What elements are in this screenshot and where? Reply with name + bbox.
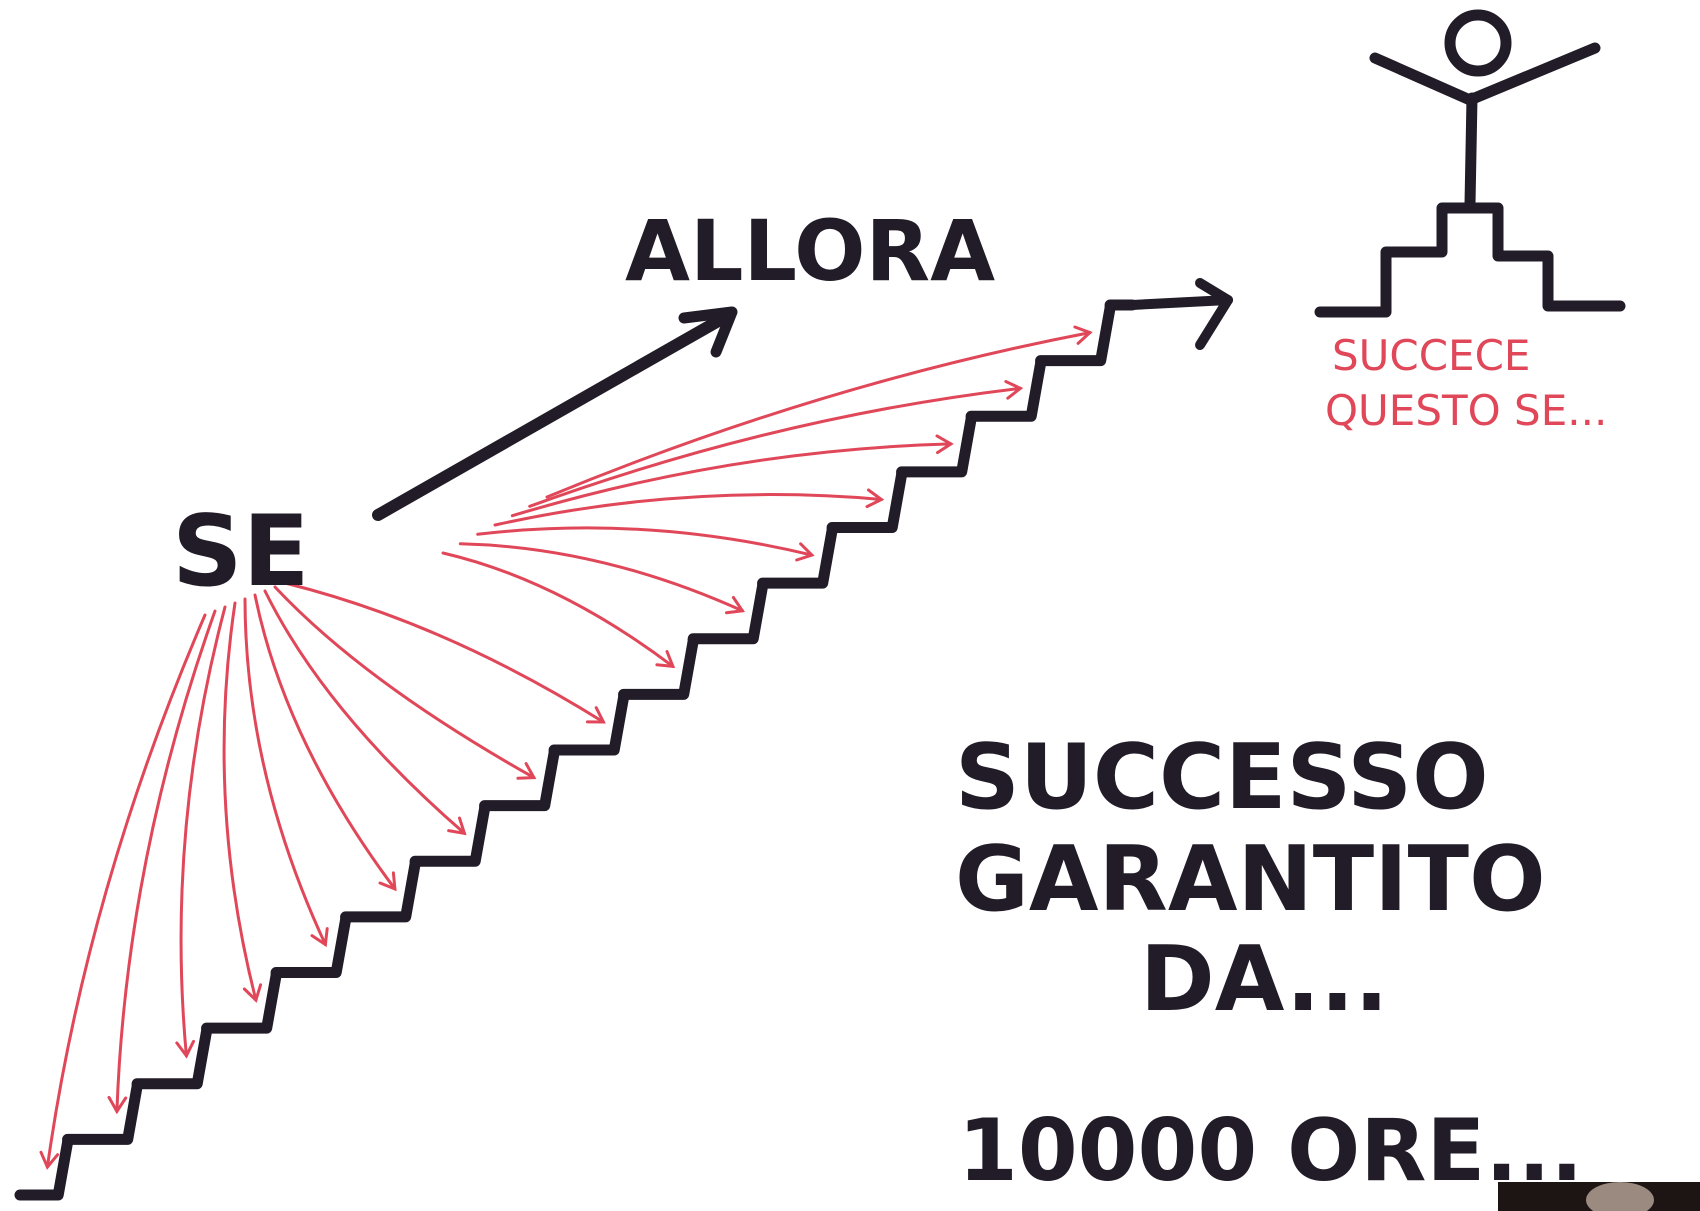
red-arrow-head: [585, 706, 606, 724]
red-arrow-head: [378, 871, 397, 892]
red-arrow-shaft: [283, 581, 605, 724]
red-arrow-head: [655, 650, 676, 669]
red-arrow-head: [795, 542, 815, 562]
allora-arrow: [372, 306, 738, 521]
figure-head: [1444, 9, 1512, 77]
red-arrow-head: [865, 488, 885, 509]
red-arrow-shaft: [476, 526, 814, 557]
red-arrow-shaft: [273, 585, 536, 780]
caption-line-2: QUESTO SE...: [1325, 386, 1607, 435]
stair-top-arrow: [1127, 278, 1233, 350]
red-arrow-shaft: [45, 613, 207, 1169]
red-arrow-shaft: [528, 386, 1022, 508]
red-arrow-shaft: [441, 551, 675, 668]
red-arrow-head: [1073, 325, 1093, 345]
red-arrow-shaft: [253, 593, 397, 891]
red-arrows-group: [39, 325, 1093, 1170]
stick-figure-on-podium: [1314, 9, 1626, 318]
red-arrow-shaft: [510, 442, 953, 518]
success-line-3: DA...: [1140, 927, 1389, 1032]
success-line-2: GARANTITO: [955, 827, 1546, 932]
red-arrow-shaft: [545, 331, 1092, 499]
red-arrow-shaft: [263, 589, 466, 835]
red-arrow-head: [175, 1039, 195, 1059]
red-arrow-shaft: [115, 609, 217, 1113]
hours-label: 10000 ORE...: [958, 1101, 1583, 1201]
podium: [1314, 202, 1626, 318]
figure-arm-left: [1369, 52, 1476, 106]
red-arrow-shaft: [493, 493, 883, 527]
staircase: [14, 299, 1138, 1201]
caption-line-1: SUCCECE: [1332, 331, 1530, 380]
red-arrow-shaft: [243, 597, 327, 946]
red-arrow-shaft: [458, 542, 744, 613]
success-line-1: SUCCESSO: [955, 725, 1489, 830]
red-arrow-shaft: [222, 601, 258, 1002]
figure-body: [1464, 92, 1478, 210]
figure-arm-right: [1464, 42, 1601, 106]
photo-corner-fragment: [1498, 1182, 1700, 1211]
red-arrow-head: [242, 983, 263, 1003]
staircase-line: [14, 299, 1138, 1201]
allora-label: ALLORA: [625, 202, 995, 300]
red-arrow-shaft: [179, 605, 227, 1058]
red-arrow-head: [39, 1150, 60, 1170]
red-arrow-head: [310, 927, 329, 948]
red-arrow-head: [935, 434, 954, 455]
red-arrow-head: [447, 816, 467, 836]
red-arrow-head: [1004, 380, 1024, 400]
se-label: SE: [172, 495, 310, 609]
red-arrow-head: [516, 762, 537, 780]
red-arrow-head: [107, 1095, 128, 1115]
red-arrow-head: [725, 596, 746, 615]
